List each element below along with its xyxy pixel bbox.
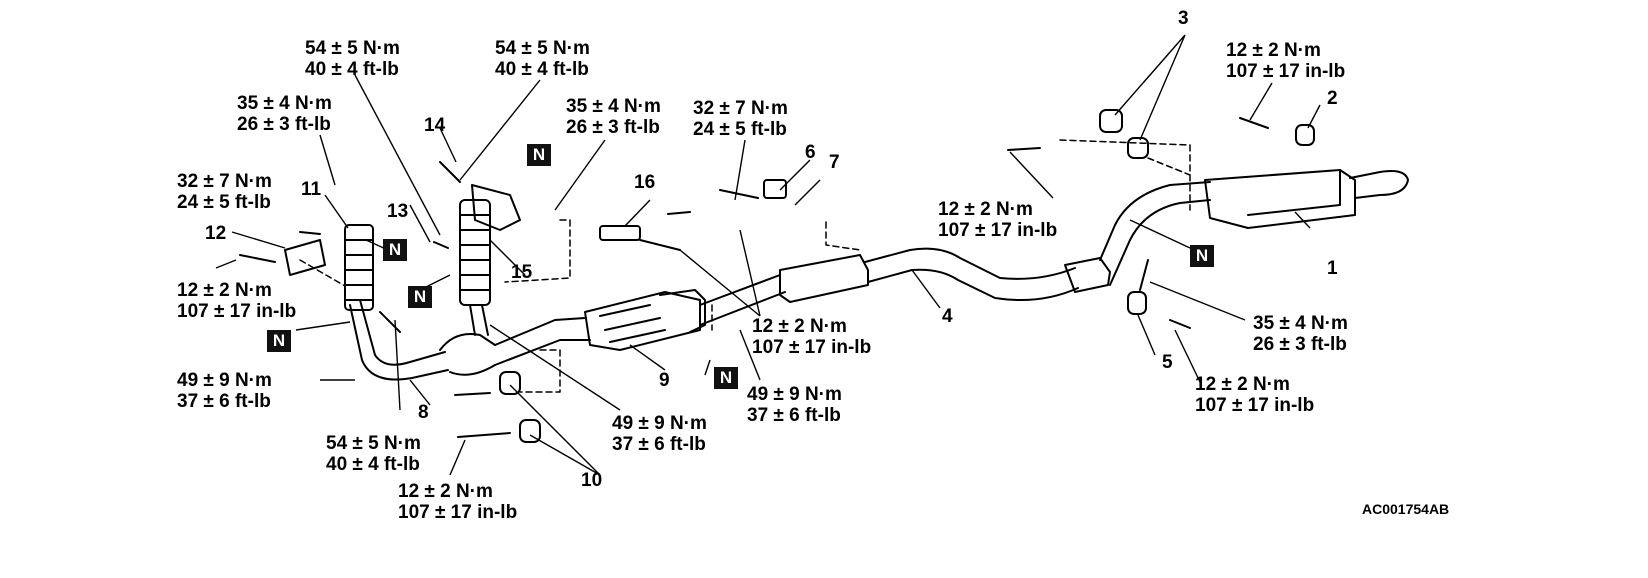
callout-10: 10: [581, 470, 603, 491]
main-muffler: [1204, 169, 1409, 229]
center-pipe: [779, 181, 1211, 303]
new-part-marker: N: [408, 286, 432, 308]
callout-2: 2: [1327, 88, 1338, 109]
callout-7: 7: [829, 152, 840, 173]
leader-lines: [215, 34, 1321, 476]
rubber-hangers: [499, 109, 1315, 443]
catalytic-converter: [494, 274, 786, 366]
callout-3: 3: [1178, 8, 1189, 29]
callout-15: 15: [511, 262, 533, 283]
figure-code: AC001754AB: [1362, 501, 1450, 517]
callout-6: 6: [805, 142, 816, 163]
callout-11: 11: [301, 179, 322, 200]
callout-8: 8: [418, 402, 429, 423]
leader-lines-dashed: [299, 139, 1191, 393]
callout-14: 14: [424, 115, 446, 136]
callout-13: 13: [387, 201, 409, 222]
new-part-marker: N: [527, 144, 551, 166]
callout-5: 5: [1162, 352, 1173, 373]
new-part-marker: N: [1190, 245, 1214, 267]
callout-9: 9: [659, 370, 670, 391]
callout-4: 4: [942, 306, 953, 327]
new-part-marker: N: [383, 239, 407, 261]
bolts: [239, 117, 1269, 438]
callout-12: 12: [205, 223, 227, 244]
callout-16: 16: [634, 172, 656, 193]
front-exhaust-pipe: [284, 184, 521, 381]
new-part-marker: N: [714, 367, 738, 389]
new-part-marker: N: [267, 330, 291, 352]
callout-1: 1: [1327, 258, 1338, 279]
